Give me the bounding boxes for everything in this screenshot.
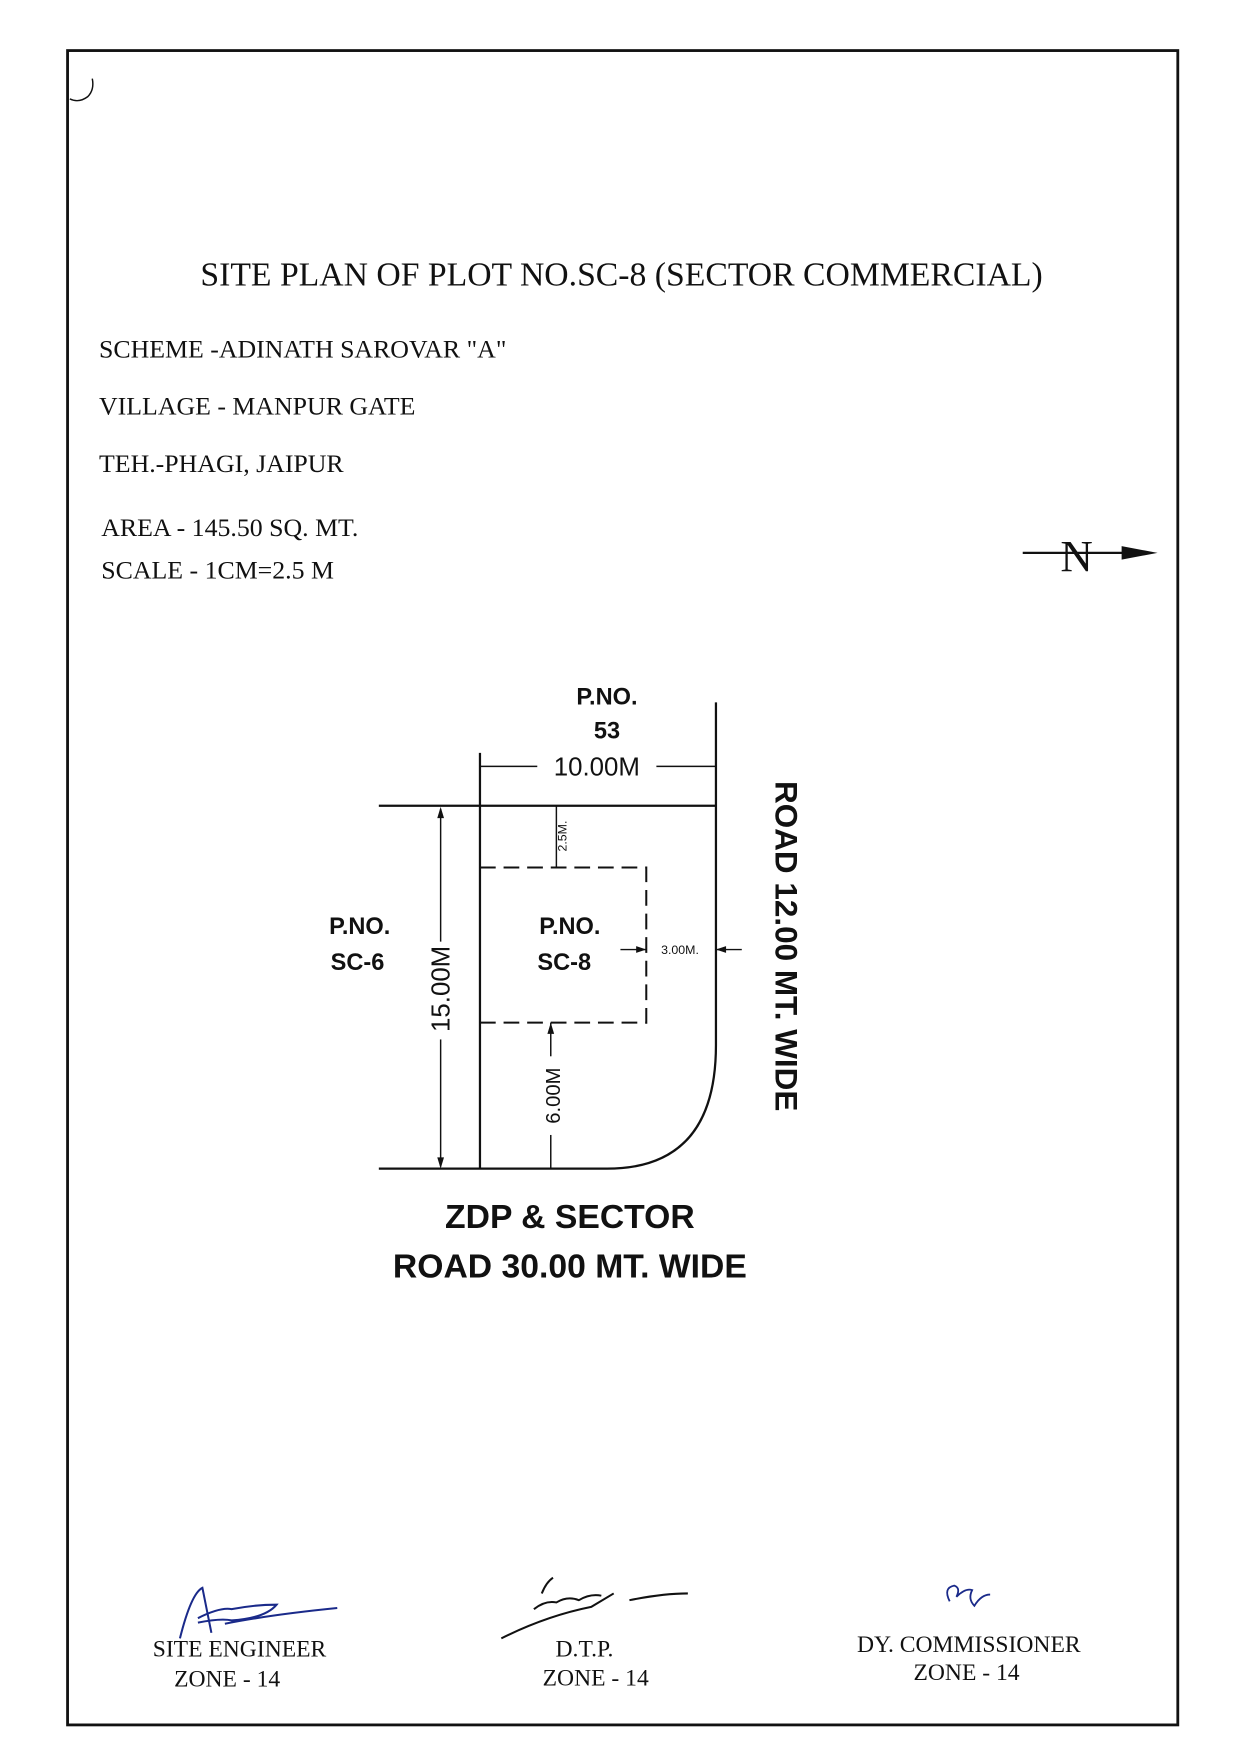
setback-line (479, 866, 648, 1032)
rear-setback-dimension: 2.5M. (555, 821, 569, 852)
dy-commissioner-title: DY. COMMISSIONER (857, 1632, 1081, 1658)
dy-commissioner-signature (946, 1584, 991, 1608)
subject-plot-label: P.NO. (539, 913, 600, 939)
north-plot-label: P.NO. (576, 684, 637, 710)
road-boundary (378, 702, 718, 1170)
width-dimension: 10.00M (554, 753, 640, 781)
side-setback-dimension: 3.00M. (661, 943, 699, 957)
north-plot-number: 53 (594, 717, 620, 743)
dtp-signature (500, 1576, 688, 1640)
north-arrow-icon: N (1022, 531, 1158, 581)
dy-commissioner-zone: ZONE - 14 (913, 1660, 1019, 1686)
village-line: VILLAGE - MANPUR GATE (99, 392, 415, 421)
scheme-line: SCHEME -ADINATH SAROVAR "A" (99, 334, 506, 363)
site-engineer-signature (178, 1586, 338, 1639)
front-setback-dimension: 6.00M (543, 1068, 565, 1124)
area-line: AREA - 145.50 SQ. MT. (101, 513, 358, 542)
subject-plot-number: SC-8 (537, 949, 591, 975)
site-engineer-zone: ZONE - 14 (174, 1667, 280, 1693)
site-engineer-title: SITE ENGINEER (153, 1636, 327, 1662)
length-dimension: 15.00M (428, 946, 456, 1032)
north-label: N (1060, 531, 1092, 581)
front-road-label-2: ROAD 30.00 MT. WIDE (393, 1248, 747, 1286)
page-title: SITE PLAN OF PLOT NO.SC-8 (SECTOR COMMER… (200, 256, 1042, 293)
dtp-title: D.T.P. (556, 1636, 614, 1662)
tehsil-line: TEH.-PHAGI, JAIPUR (99, 449, 344, 478)
scale-line: SCALE - 1CM=2.5 M (101, 556, 334, 585)
corner-mark (69, 78, 94, 102)
plot-drawing (378, 702, 742, 1170)
west-plot-number: SC-6 (331, 949, 385, 975)
west-plot-label: P.NO. (329, 913, 390, 939)
dtp-zone: ZONE - 14 (543, 1666, 649, 1692)
page-border (66, 49, 1180, 1727)
front-road-label-1: ZDP & SECTOR (445, 1198, 695, 1236)
side-road-label: ROAD 12.00 MT. WIDE (769, 781, 804, 1111)
